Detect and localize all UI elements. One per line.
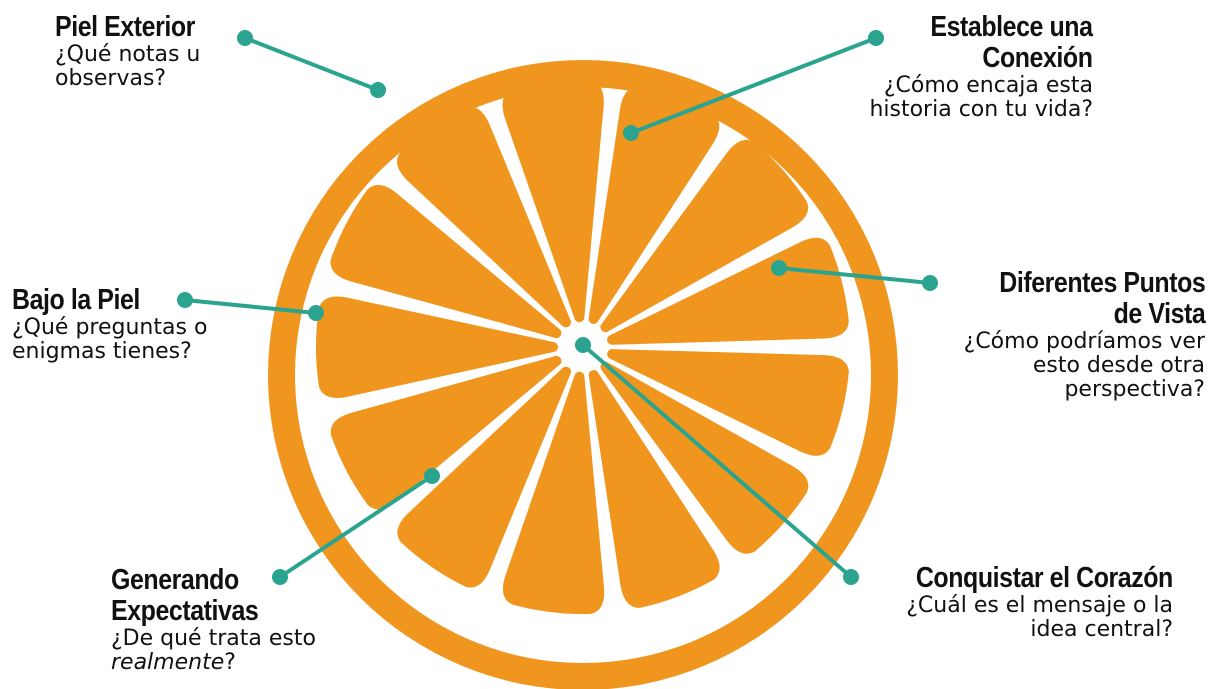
- connector-generando-expectativas: [278, 474, 434, 579]
- orange-segment: [600, 361, 809, 554]
- connector-target-dot: [771, 260, 787, 276]
- label-title: Conquistar el Corazón: [915, 562, 1173, 594]
- emphasis-text: realmente: [111, 650, 225, 675]
- description-line: esto desde otra: [1032, 353, 1205, 378]
- connector-label-dot: [272, 569, 288, 585]
- orange-segment: [330, 185, 562, 339]
- punctuation: ?: [224, 650, 236, 675]
- label-title-line: Diferentes Puntos: [998, 267, 1206, 299]
- connector-target-dot: [424, 468, 440, 484]
- orange-segment: [502, 371, 605, 614]
- connector-establece-conexion: [630, 36, 877, 135]
- description-line: ¿Cómo encaja esta: [883, 73, 1093, 98]
- label-diferentes-puntos-de-vista: Diferentes Puntos de Vista ¿Cómo podríam…: [964, 267, 1206, 402]
- label-description: ¿Qué notas u observas?: [55, 43, 218, 91]
- description-line: ¿Qué preguntas o: [12, 315, 208, 340]
- connector-label-dot: [868, 30, 884, 46]
- label-title: Piel Exterior: [55, 11, 195, 43]
- orange-segment: [330, 355, 562, 510]
- connector-label-dot: [177, 292, 193, 308]
- label-establece-conexion: Establece una Conexión ¿Cómo encaja esta…: [869, 12, 1093, 122]
- orange-segment: [502, 80, 604, 323]
- orange-segment: [588, 86, 720, 324]
- connector-target-dot: [308, 305, 324, 321]
- description-line: enigmas tienes?: [12, 339, 192, 364]
- connector-target-dot: [370, 82, 386, 98]
- connector-lines: [177, 30, 938, 585]
- label-bajo-la-piel: Bajo la Piel ¿Qué preguntas o enigmas ti…: [12, 285, 207, 364]
- orange-segments: [316, 80, 849, 614]
- connector-piel-exterior: [244, 36, 379, 92]
- orange-segment: [316, 296, 558, 398]
- orange-segment: [397, 366, 571, 588]
- label-description: ¿Cómo encaja esta historia con tu vida?: [869, 74, 1093, 122]
- orange-segment: [600, 140, 808, 333]
- description-line: historia con tu vida?: [869, 97, 1093, 122]
- connector-diferentes-puntos: [778, 266, 931, 285]
- description-line: ¿De qué trata esto: [111, 626, 316, 651]
- label-generando-expectativas: Generando Expectativas ¿De qué trata est…: [111, 565, 316, 675]
- orange-segment: [607, 349, 849, 456]
- label-description: ¿Cómo podríamos ver esto desde otra pers…: [964, 330, 1205, 402]
- description-line: observas?: [55, 66, 167, 91]
- connector-label-dot: [843, 569, 859, 585]
- description-line: ¿Qué notas u: [55, 42, 201, 67]
- connector-target-dot: [575, 337, 591, 353]
- description-line: ¿Cómo podríamos ver: [963, 329, 1205, 354]
- label-description: ¿Qué preguntas o enigmas tienes?: [12, 316, 207, 364]
- connector-bajo-la-piel: [184, 298, 317, 315]
- label-conquistar-el-corazon: Conquistar el Corazón ¿Cuál es el mensaj…: [874, 563, 1173, 642]
- label-title-line: Generando: [111, 564, 239, 596]
- label-title-line: Expectativas: [111, 595, 259, 627]
- label-title-line: Conexión: [982, 42, 1094, 74]
- label-piel-exterior: Piel Exterior ¿Qué notas u observas?: [55, 12, 218, 91]
- orange-segment: [588, 370, 720, 608]
- description-line: perspectiva?: [1064, 377, 1205, 402]
- label-description: ¿Cuál es el mensaje o la idea central?: [874, 594, 1173, 642]
- label-title-line: de Vista: [1113, 298, 1205, 330]
- label-description: ¿De qué trata esto realmente?: [111, 627, 316, 675]
- orange-segment: [397, 106, 571, 328]
- connector-target-dot: [623, 125, 639, 141]
- connector-label-dot: [922, 275, 938, 291]
- description-line: realmente?: [111, 651, 316, 675]
- description-line: idea central?: [1030, 617, 1173, 642]
- description-line: ¿Cuál es el mensaje o la: [906, 593, 1173, 618]
- connector-conquistar-corazon: [581, 343, 853, 579]
- label-title-line: Establece una: [930, 11, 1094, 43]
- label-title: Bajo la Piel: [12, 284, 140, 316]
- connector-label-dot: [237, 30, 253, 46]
